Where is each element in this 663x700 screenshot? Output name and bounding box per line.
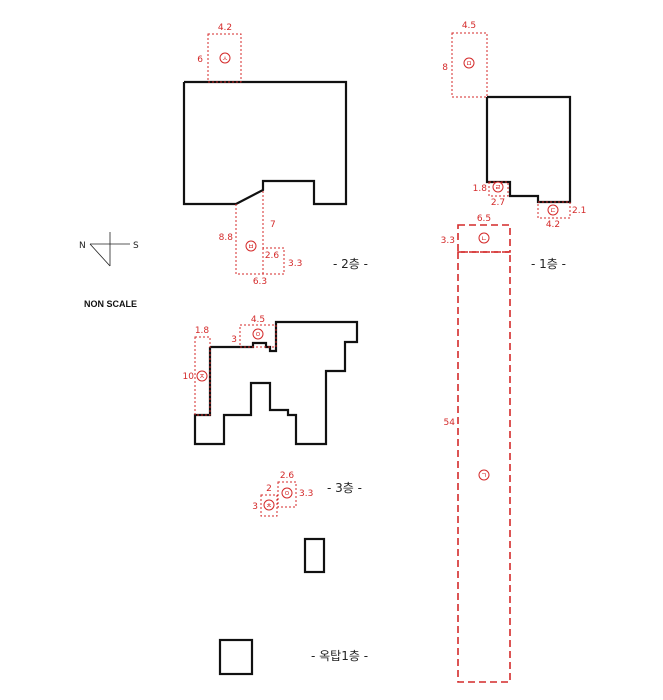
roof-small-outline (303, 537, 326, 574)
zone-c-boundary (451, 32, 488, 98)
zone-c-mark: ㅁ (466, 60, 472, 68)
zone-i-width: 4.5 (251, 315, 265, 325)
zone-j-boundary (277, 481, 297, 508)
floor3-outline (193, 320, 359, 446)
zone-j-height: 3.3 (299, 489, 313, 499)
zone-h-marker (196, 370, 208, 382)
zone-a-width: 4.2 (218, 23, 232, 33)
zone-b-width: 6.3 (253, 277, 267, 287)
zone-g-length: 54 (444, 418, 456, 428)
zone-d-marker (492, 181, 504, 193)
zone-d-height: 1.8 (473, 184, 488, 194)
floor1-label: - 1층 - (531, 257, 566, 271)
roof-square-outline (218, 638, 254, 676)
zone-b-mark: ㅂ (248, 243, 254, 251)
zone-k-mark: ㅊ (266, 502, 272, 510)
zone-c-height: 8 (442, 63, 448, 73)
zone-g-marker (478, 469, 490, 481)
zone-d-width: 2.7 (491, 198, 505, 208)
zone-i-marker (252, 328, 264, 340)
zone-j-width: 2.6 (280, 471, 295, 481)
zone-g-boundary (457, 251, 511, 683)
floor2-label: - 2층 - (333, 257, 368, 271)
zone-j-marker (281, 487, 293, 499)
zone-a-height: 6 (197, 55, 203, 65)
zone-k-marker (263, 499, 275, 511)
zone-h-height: 10 (183, 372, 195, 382)
zone-b-boundary (235, 190, 285, 275)
zone-e-height: 2.1 (572, 206, 586, 216)
zone-d-mark: ㄹ (495, 184, 501, 192)
zone-i-height: 3 (231, 335, 237, 345)
compass-north: N (79, 241, 86, 251)
non-scale-note: NON SCALE (84, 299, 137, 309)
zone-b-marker (245, 240, 257, 252)
zone-a-boundary (207, 33, 242, 83)
zone-e-marker (547, 204, 559, 216)
compass-icon (89, 232, 130, 267)
zone-e-mark: ㄷ (550, 207, 556, 215)
zone-g-mark: ㄱ (481, 472, 487, 480)
zone-h-mark: ㅈ (199, 373, 205, 381)
zone-e-boundary (537, 201, 571, 219)
zone-j-mark: ㅇ (284, 490, 290, 498)
floor3-label: - 3층 - (327, 481, 362, 495)
zone-f-width: 6.5 (477, 214, 491, 224)
zone-b-small-h: 3.3 (288, 259, 302, 269)
zone-a-mark: ㅅ (222, 55, 228, 63)
zone-e-width: 4.2 (546, 220, 560, 230)
zone-f-height: 3.3 (441, 236, 455, 246)
floor2-outline (182, 80, 348, 206)
zone-k-width: 2 (266, 484, 272, 494)
zone-b-small-w: 2.6 (265, 251, 280, 261)
roof-label: - 옥탑1층 - (311, 649, 368, 663)
zone-k-height: 3 (252, 502, 258, 512)
zone-i-mark: ㅇ (255, 331, 261, 339)
zone-f-mark: ㄴ (481, 235, 487, 243)
zone-c-width: 4.5 (462, 21, 476, 31)
zone-b-height: 8.8 (219, 233, 234, 243)
zone-i-boundary (239, 324, 277, 348)
zone-a-marker (219, 52, 231, 64)
zone-b-inner: 7 (270, 220, 276, 230)
zone-f-marker (478, 232, 490, 244)
compass-south: S (133, 241, 139, 251)
zone-h-boundary (194, 336, 211, 416)
zone-h-width: 1.8 (195, 326, 210, 336)
zone-k-boundary (260, 494, 278, 517)
zone-c-marker (463, 57, 475, 69)
